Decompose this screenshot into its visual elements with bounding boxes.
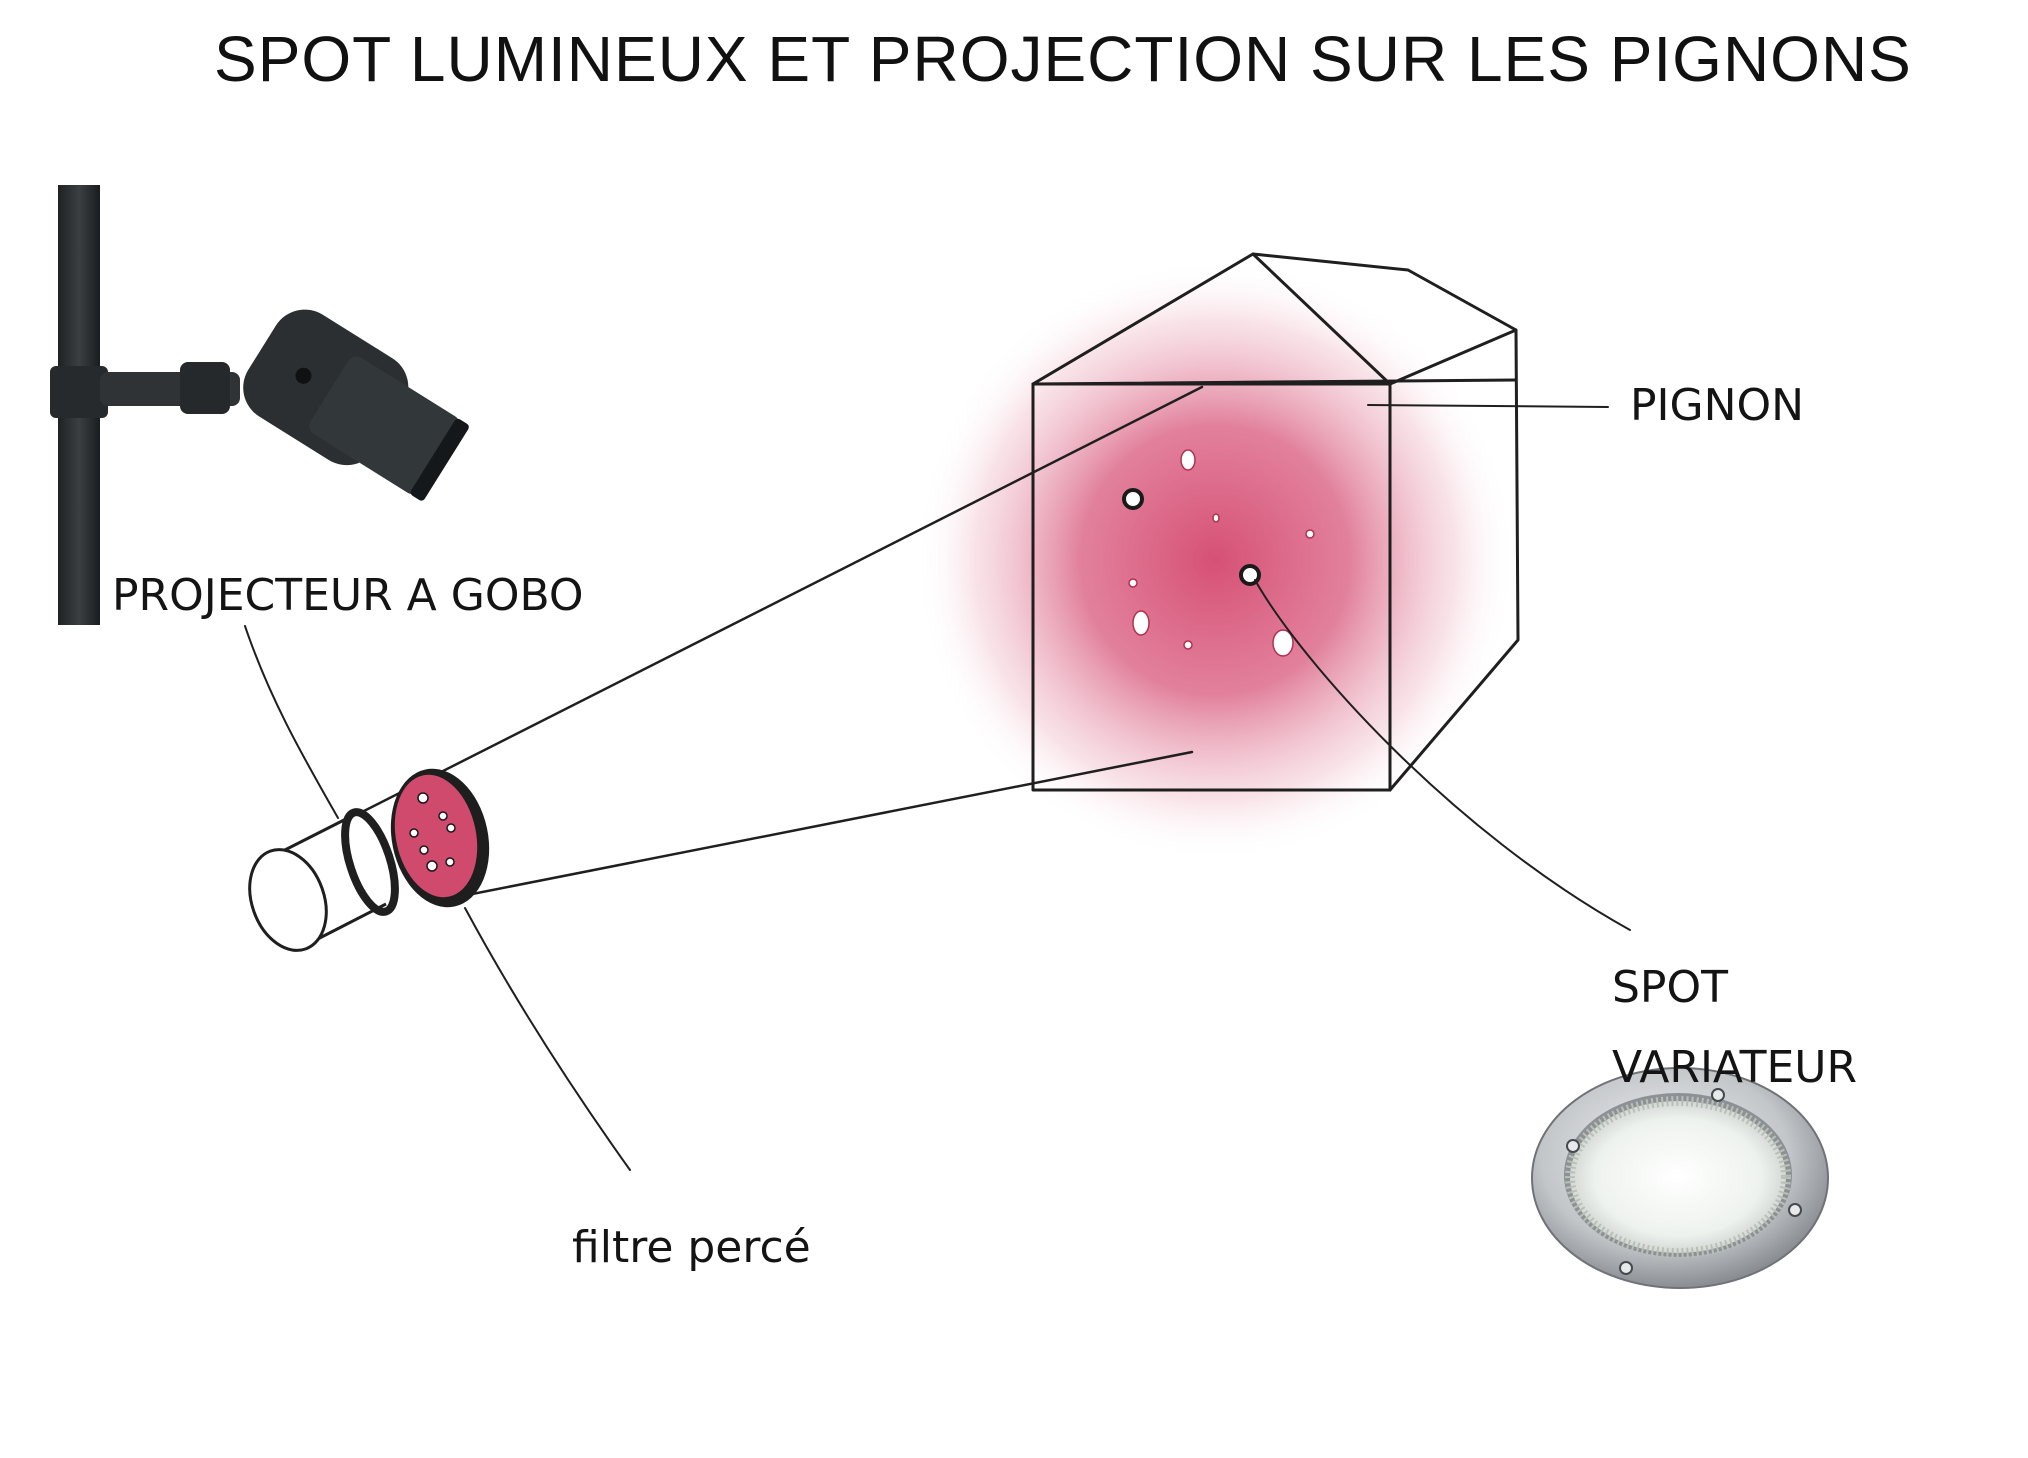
leader-projecteur [244, 625, 339, 819]
leader-filtre [464, 907, 631, 1171]
label-spot-variateur: SPOT VARIATEUR [1612, 948, 1857, 1108]
mounted-fixtures [1122, 488, 1261, 586]
light-beam [360, 385, 1204, 900]
projector-sketch [248, 808, 399, 952]
leader-spot [1254, 579, 1631, 931]
diagram-title: SPOT LUMINEUX ET PROJECTION SUR LES PIGN… [214, 23, 1912, 95]
projected-gobo-spots [1128, 449, 1315, 657]
label-pignon: PIGNON [1630, 380, 1805, 431]
gobo-projector-icon [50, 185, 469, 625]
gable-house-outline [1031, 252, 1520, 792]
label-projecteur: PROJECTEUR A GOBO [112, 570, 584, 621]
label-filtre: filtre percé [572, 1222, 811, 1273]
pierced-filter [390, 768, 490, 908]
recessed-spot-icon [1531, 1067, 1829, 1289]
label-spot-line1: SPOT [1612, 962, 1728, 1013]
leader-lines [244, 404, 1631, 1171]
projected-light [915, 260, 1515, 860]
leader-pignon [1367, 404, 1609, 408]
label-spot-line2: VARIATEUR [1612, 1042, 1858, 1093]
